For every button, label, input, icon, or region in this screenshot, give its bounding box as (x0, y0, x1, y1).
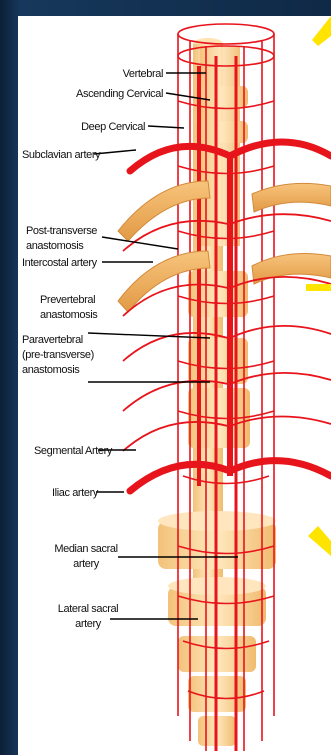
vertebral-arteries-diagram: Vertebral Ascending Cervical Deep Cervic… (18, 16, 331, 755)
label-ascending-cervical: Ascending Cervical (76, 88, 163, 100)
yellow-arrow-bottom (308, 526, 331, 556)
yellow-arrow-middle (306, 284, 331, 291)
label-lateral-sacral-2: artery (75, 618, 102, 630)
label-intercostal-artery: Intercostal artery (22, 257, 98, 269)
yellow-arrow-top (312, 16, 331, 46)
label-iliac-artery: Iliac artery (52, 487, 99, 499)
label-subclavian-artery: Subclavian artery (22, 149, 101, 161)
label-median-sacral-2: artery (73, 558, 100, 570)
label-deep-cervical: Deep Cervical (81, 121, 145, 133)
label-prevertebral-2: anastomosis (40, 309, 98, 321)
label-post-transverse-1: Post-transverse (26, 225, 97, 237)
label-paravertebral-1: Paravertebral (22, 334, 83, 346)
label-segmental-artery: Segmental Artery (34, 445, 113, 457)
label-prevertebral-1: Prevertebral (40, 294, 95, 306)
label-post-transverse-2: anastomosis (26, 240, 84, 252)
labels: Vertebral Ascending Cervical Deep Cervic… (22, 68, 163, 630)
label-vertebral: Vertebral (123, 68, 163, 80)
label-median-sacral-1: Median sacral (54, 543, 117, 555)
diagram-panel: Vertebral Ascending Cervical Deep Cervic… (18, 16, 331, 755)
label-paravertebral-3: anastomosis (22, 364, 80, 376)
label-lateral-sacral-1: Lateral sacral (58, 603, 118, 615)
label-paravertebral-2: (pre-transverse) (22, 349, 94, 361)
